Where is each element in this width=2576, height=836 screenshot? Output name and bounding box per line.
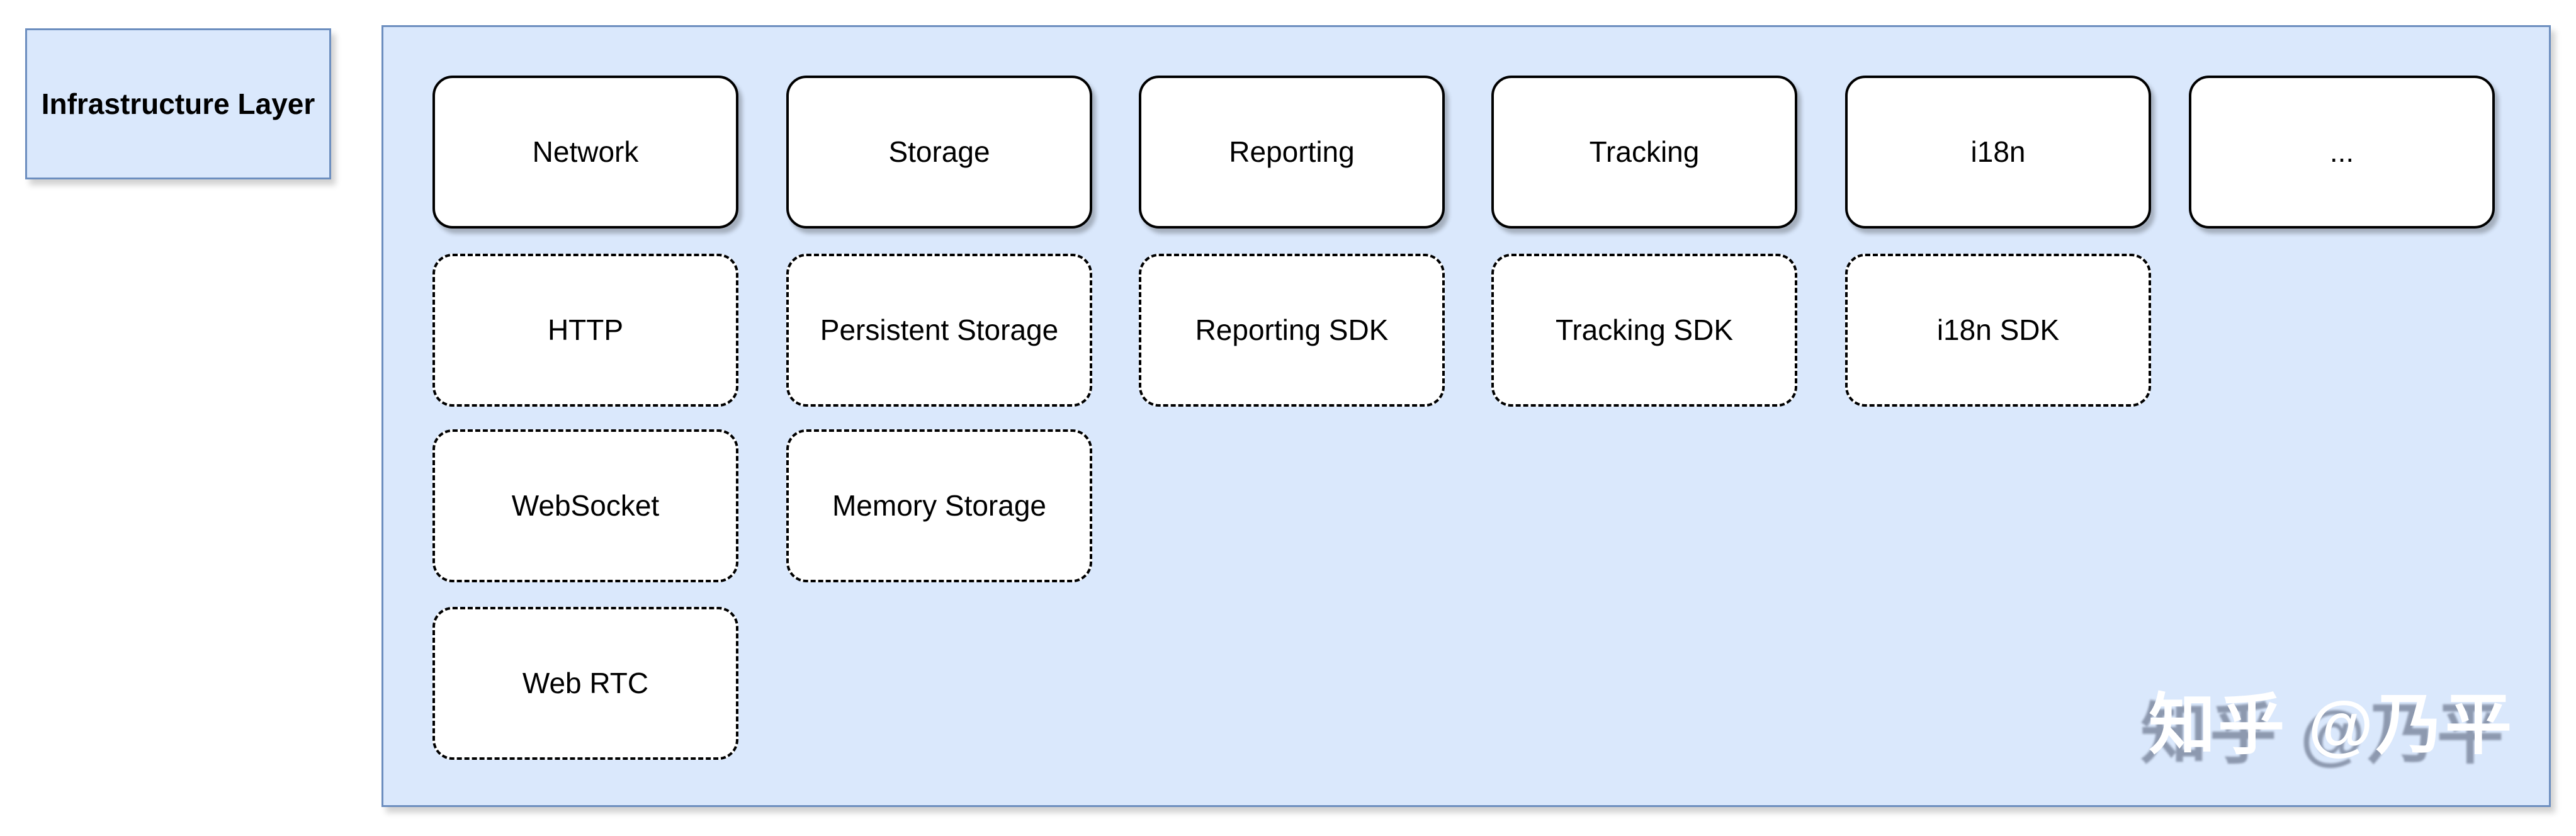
node-persistent-storage-label: Persistent Storage <box>820 313 1059 346</box>
node-http-label: HTTP <box>547 313 624 346</box>
node-i18n-sdk-label: i18n SDK <box>1936 313 2060 346</box>
node-web-rtc: Web RTC <box>432 607 738 760</box>
node-reporting-sdk-label: Reporting SDK <box>1195 313 1389 346</box>
infrastructure-layer-label: Infrastructure Layer <box>41 88 315 120</box>
node-tracking-label: Tracking <box>1589 135 1700 168</box>
node-reporting-sdk: Reporting SDK <box>1139 254 1445 407</box>
node-i18n: i18n <box>1845 76 2151 229</box>
node-i18n-sdk: i18n SDK <box>1845 254 2151 407</box>
node-websocket: WebSocket <box>432 429 738 582</box>
node-reporting-label: Reporting <box>1229 135 1355 168</box>
node-ellipsis: ... <box>2189 76 2495 229</box>
node-network-label: Network <box>532 135 639 168</box>
node-tracking-sdk-label: Tracking SDK <box>1555 313 1734 346</box>
node-tracking: Tracking <box>1491 76 1797 229</box>
zhihu-watermark: 知乎 @乃平 <box>2149 688 2514 762</box>
node-memory-storage-label: Memory Storage <box>832 489 1046 522</box>
node-ellipsis-label: ... <box>2329 135 2354 168</box>
node-storage-label: Storage <box>888 135 990 168</box>
node-tracking-sdk: Tracking SDK <box>1491 254 1797 407</box>
node-reporting: Reporting <box>1139 76 1445 229</box>
infrastructure-layer-label-box: Infrastructure Layer <box>25 28 331 179</box>
node-persistent-storage: Persistent Storage <box>786 254 1092 407</box>
node-network: Network <box>432 76 738 229</box>
infrastructure-layer-container: Network Storage Reporting Tracking i18n … <box>381 25 2551 807</box>
node-memory-storage: Memory Storage <box>786 429 1092 582</box>
node-http: HTTP <box>432 254 738 407</box>
node-websocket-label: WebSocket <box>511 489 660 522</box>
node-web-rtc-label: Web RTC <box>522 666 649 699</box>
node-storage: Storage <box>786 76 1092 229</box>
node-i18n-label: i18n <box>1970 135 2026 168</box>
